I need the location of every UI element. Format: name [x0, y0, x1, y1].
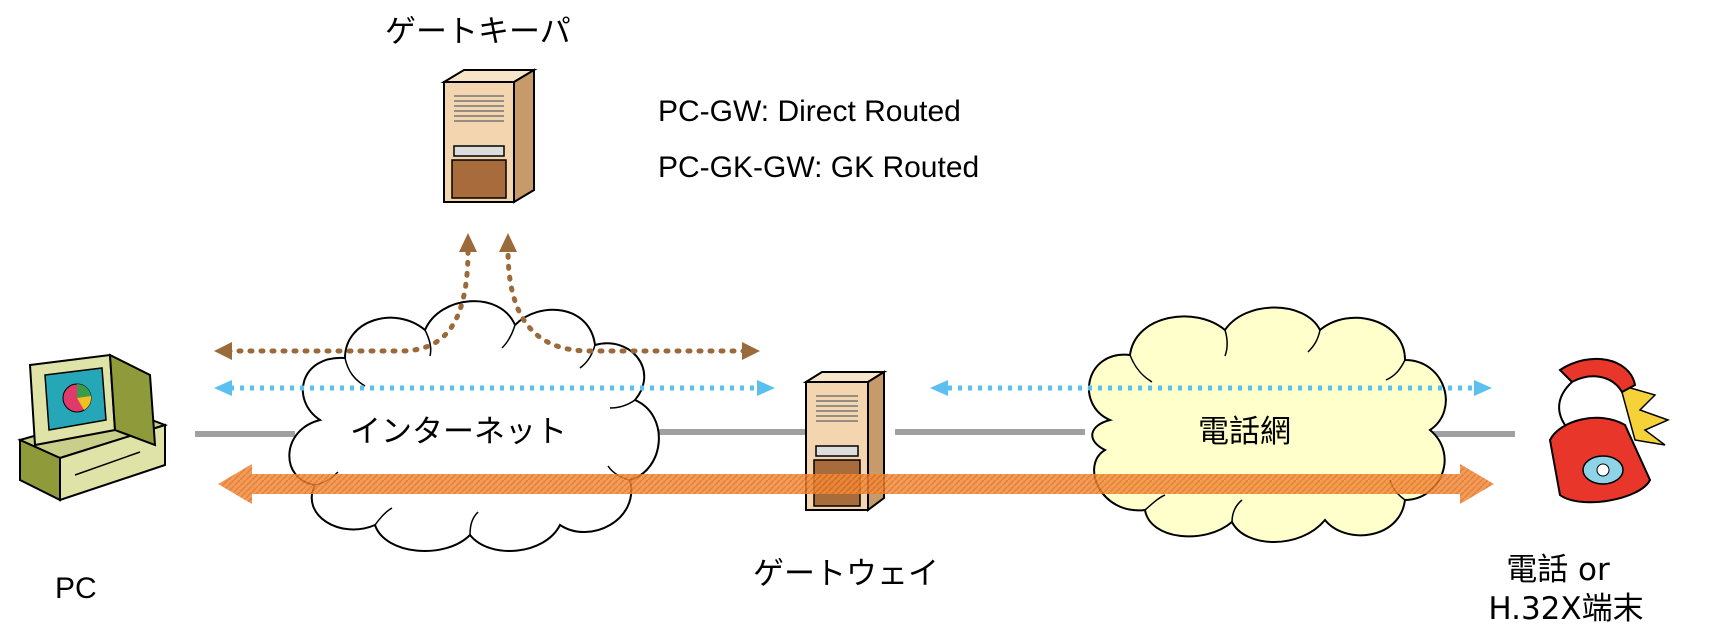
telephone-icon	[1548, 357, 1671, 504]
phone-network-label: 電話網	[1198, 414, 1291, 450]
routing-direct-label: PC-GW: Direct Routed	[658, 95, 961, 128]
gatekeeper-server	[440, 68, 538, 204]
gk-signaling-arrowheads	[214, 233, 760, 360]
arrowhead-left	[214, 342, 232, 360]
arrowhead-up-right	[499, 233, 517, 252]
gk-signal-left	[225, 247, 471, 354]
arrowhead-up-left	[459, 233, 477, 252]
internet-label: インターネット	[350, 414, 567, 450]
routing-gk-label: PC-GK-GW: GK Routed	[658, 151, 979, 184]
terminal-label-line2: H.32X端末	[1488, 591, 1643, 627]
arrowhead-right	[742, 342, 760, 360]
pc-computer-icon	[17, 353, 169, 502]
gk-signal-right	[505, 247, 748, 354]
media-arrow	[218, 464, 1494, 504]
signaling-arrows	[214, 380, 1492, 396]
gatekeeper-label: ゲートキーパ	[385, 14, 571, 50]
terminal-label-line1: 電話 or	[1506, 552, 1610, 588]
gateway-label: ゲートウェイ	[753, 556, 939, 592]
pc-label: PC	[55, 572, 97, 605]
gk-signaling-arrows	[225, 247, 748, 354]
